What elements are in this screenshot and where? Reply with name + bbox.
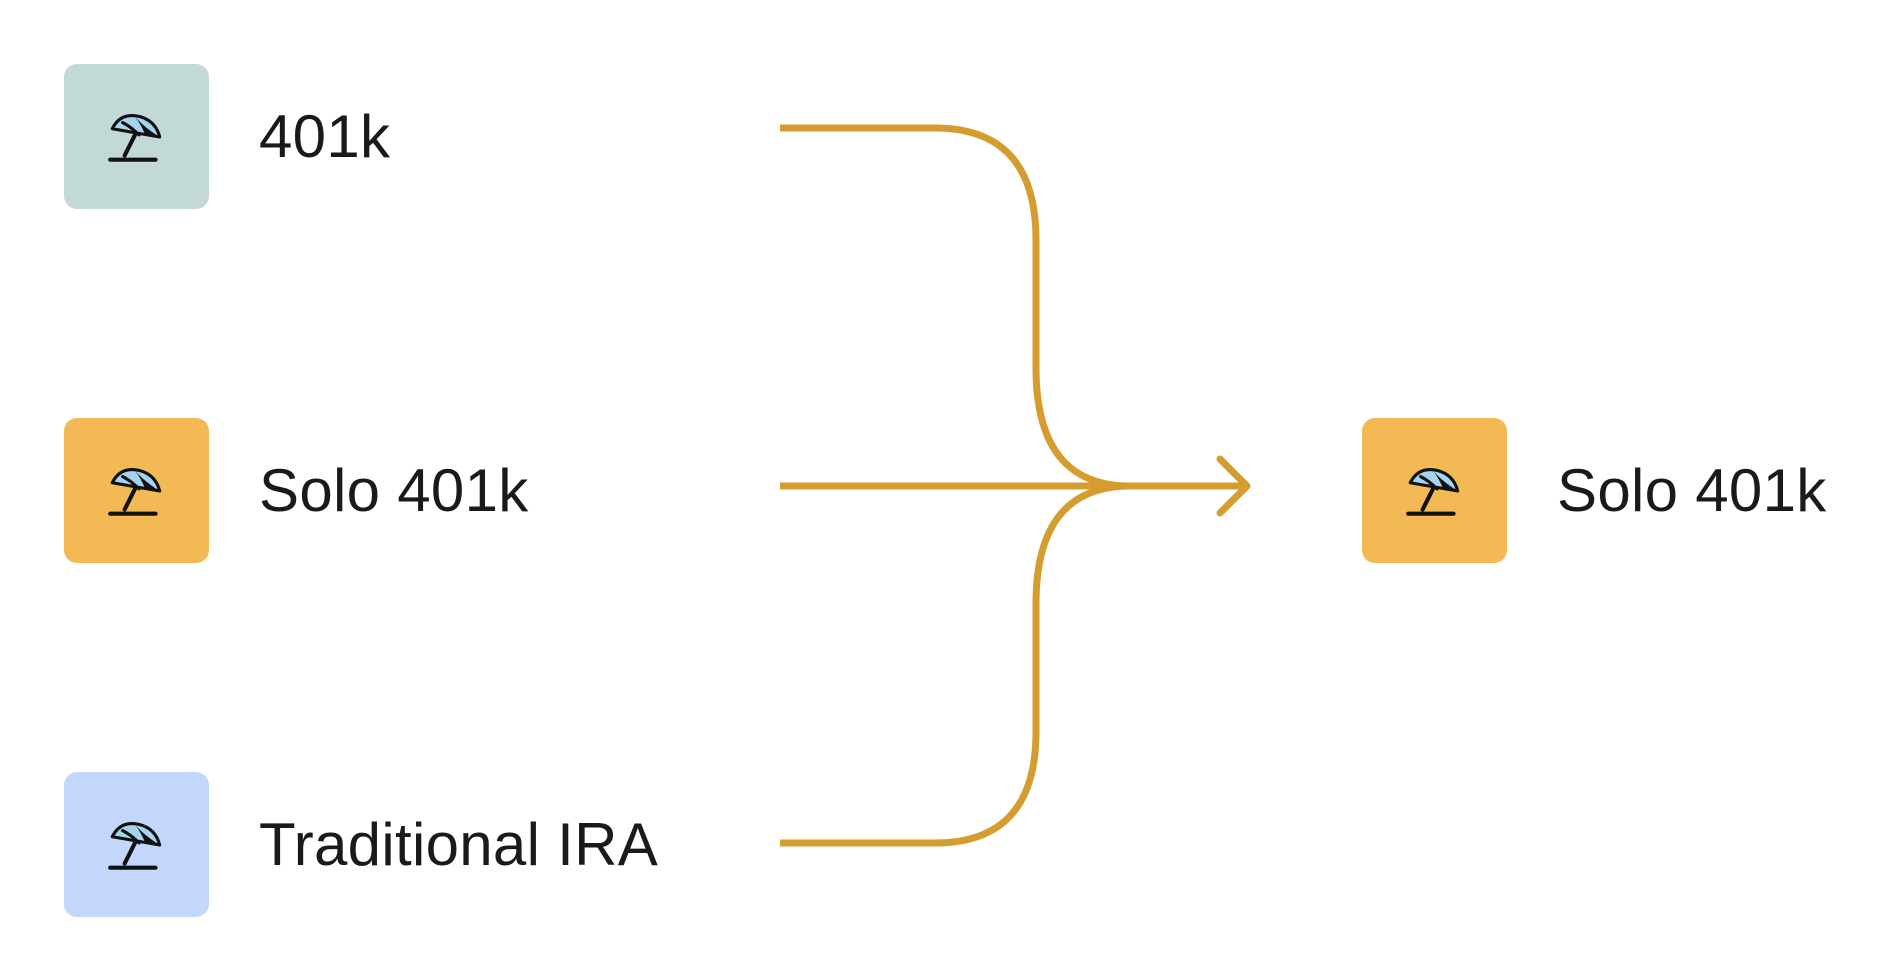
beach-umbrella-icon bbox=[107, 467, 161, 516]
beach-umbrella-icon bbox=[107, 821, 161, 870]
beach-umbrella-icon bbox=[1405, 467, 1459, 516]
beach-umbrella-icon bbox=[107, 113, 161, 162]
source-icon-box bbox=[64, 64, 209, 209]
source-icon-box bbox=[64, 418, 209, 563]
source-label: 401k bbox=[259, 102, 391, 170]
connector-source-3 bbox=[780, 482, 1131, 847]
target-label: Solo 401k bbox=[1557, 456, 1827, 524]
connector-source-1 bbox=[780, 124, 1131, 490]
source-node-401k: 401k bbox=[64, 64, 390, 209]
source-icon-box bbox=[64, 772, 209, 917]
arrowhead-icon bbox=[1216, 455, 1251, 517]
source-node-solo-401k: Solo 401k bbox=[64, 418, 529, 563]
source-label: Traditional IRA bbox=[259, 810, 659, 878]
source-node-traditional-ira: Traditional IRA bbox=[64, 772, 658, 917]
source-label: Solo 401k bbox=[259, 456, 529, 524]
target-node-solo-401k: Solo 401k bbox=[1362, 418, 1827, 563]
target-icon-box bbox=[1362, 418, 1507, 563]
